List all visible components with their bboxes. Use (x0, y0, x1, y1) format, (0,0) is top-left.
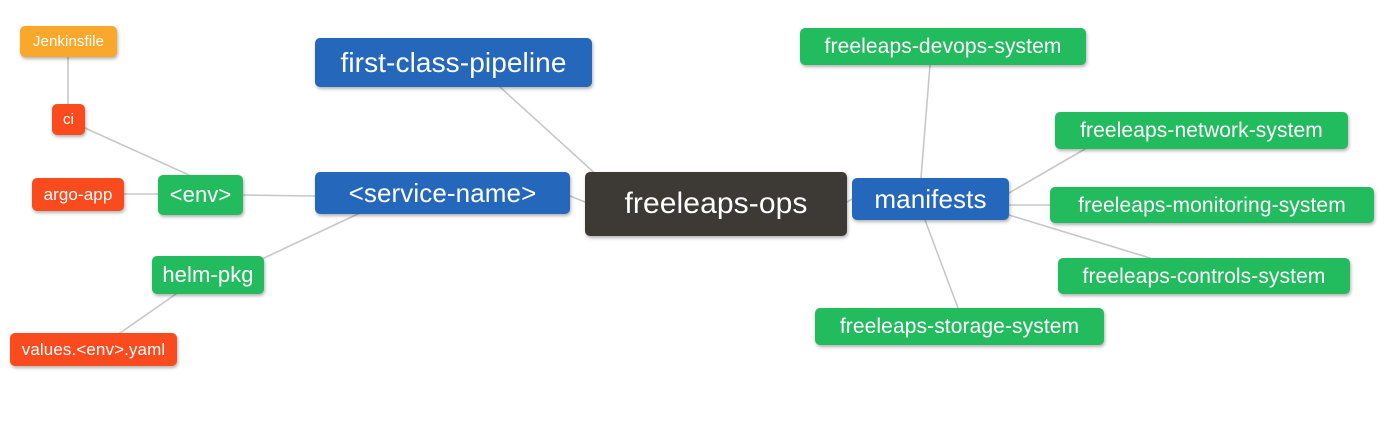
node-label-jenkinsfile: Jenkinsfile (32, 33, 105, 50)
node-freeleaps-devops-system[interactable]: freeleaps-devops-system (800, 28, 1086, 65)
node-label-freeleaps-devops-system: freeleaps-devops-system (824, 35, 1062, 58)
node-label-first-class-pipeline: first-class-pipeline (340, 46, 567, 78)
node-freeleaps-ops[interactable]: freeleaps-ops (585, 172, 847, 236)
node-manifests[interactable]: manifests (852, 178, 1009, 220)
edge-freeleaps-ops-to-service-name (569, 195, 586, 203)
node-label-service-name: <service-name> (348, 178, 537, 208)
node-label-ci: ci (62, 111, 75, 128)
node-label-freeleaps-monitoring-system: freeleaps-monitoring-system (1078, 193, 1346, 217)
node-label-freeleaps-network-system: freeleaps-network-system (1080, 119, 1323, 142)
node-freeleaps-monitoring-system[interactable]: freeleaps-monitoring-system (1050, 187, 1374, 223)
node-argo-app[interactable]: argo-app (32, 178, 124, 211)
node-freeleaps-controls-system[interactable]: freeleaps-controls-system (1058, 258, 1350, 294)
node-label-freeleaps-storage-system: freeleaps-storage-system (839, 315, 1080, 338)
node-label-env: <env> (169, 182, 232, 207)
node-first-class-pipeline[interactable]: first-class-pipeline (315, 38, 592, 87)
node-freeleaps-storage-system[interactable]: freeleaps-storage-system (815, 308, 1104, 345)
node-label-manifests: manifests (874, 184, 987, 214)
node-service-name[interactable]: <service-name> (315, 172, 570, 214)
node-helm-pkg[interactable]: helm-pkg (152, 256, 264, 294)
edge-env-to-ci (84, 127, 201, 181)
node-env[interactable]: <env> (158, 175, 243, 215)
node-label-helm-pkg: helm-pkg (162, 262, 254, 287)
edge-service-name-to-helm-pkg (263, 212, 361, 259)
edge-helm-pkg-to-values-env-yaml (119, 293, 177, 334)
edge-freeleaps-ops-to-first-class-pipeline (499, 86, 601, 179)
node-label-values-env-yaml: values.<env>.yaml (21, 340, 166, 359)
node-jenkinsfile[interactable]: Jenkinsfile (20, 26, 117, 57)
edge-manifests-to-freeleaps-devops-system (920, 64, 931, 179)
node-label-freeleaps-controls-system: freeleaps-controls-system (1082, 264, 1326, 288)
node-values-env-yaml[interactable]: values.<env>.yaml (10, 333, 177, 366)
node-freeleaps-network-system[interactable]: freeleaps-network-system (1055, 112, 1348, 149)
node-ci[interactable]: ci (52, 104, 85, 135)
edge-service-name-to-env (242, 194, 316, 197)
node-label-argo-app: argo-app (43, 185, 113, 204)
edge-manifests-to-freeleaps-storage-system (924, 219, 959, 309)
node-label-freeleaps-ops: freeleaps-ops (624, 187, 808, 220)
